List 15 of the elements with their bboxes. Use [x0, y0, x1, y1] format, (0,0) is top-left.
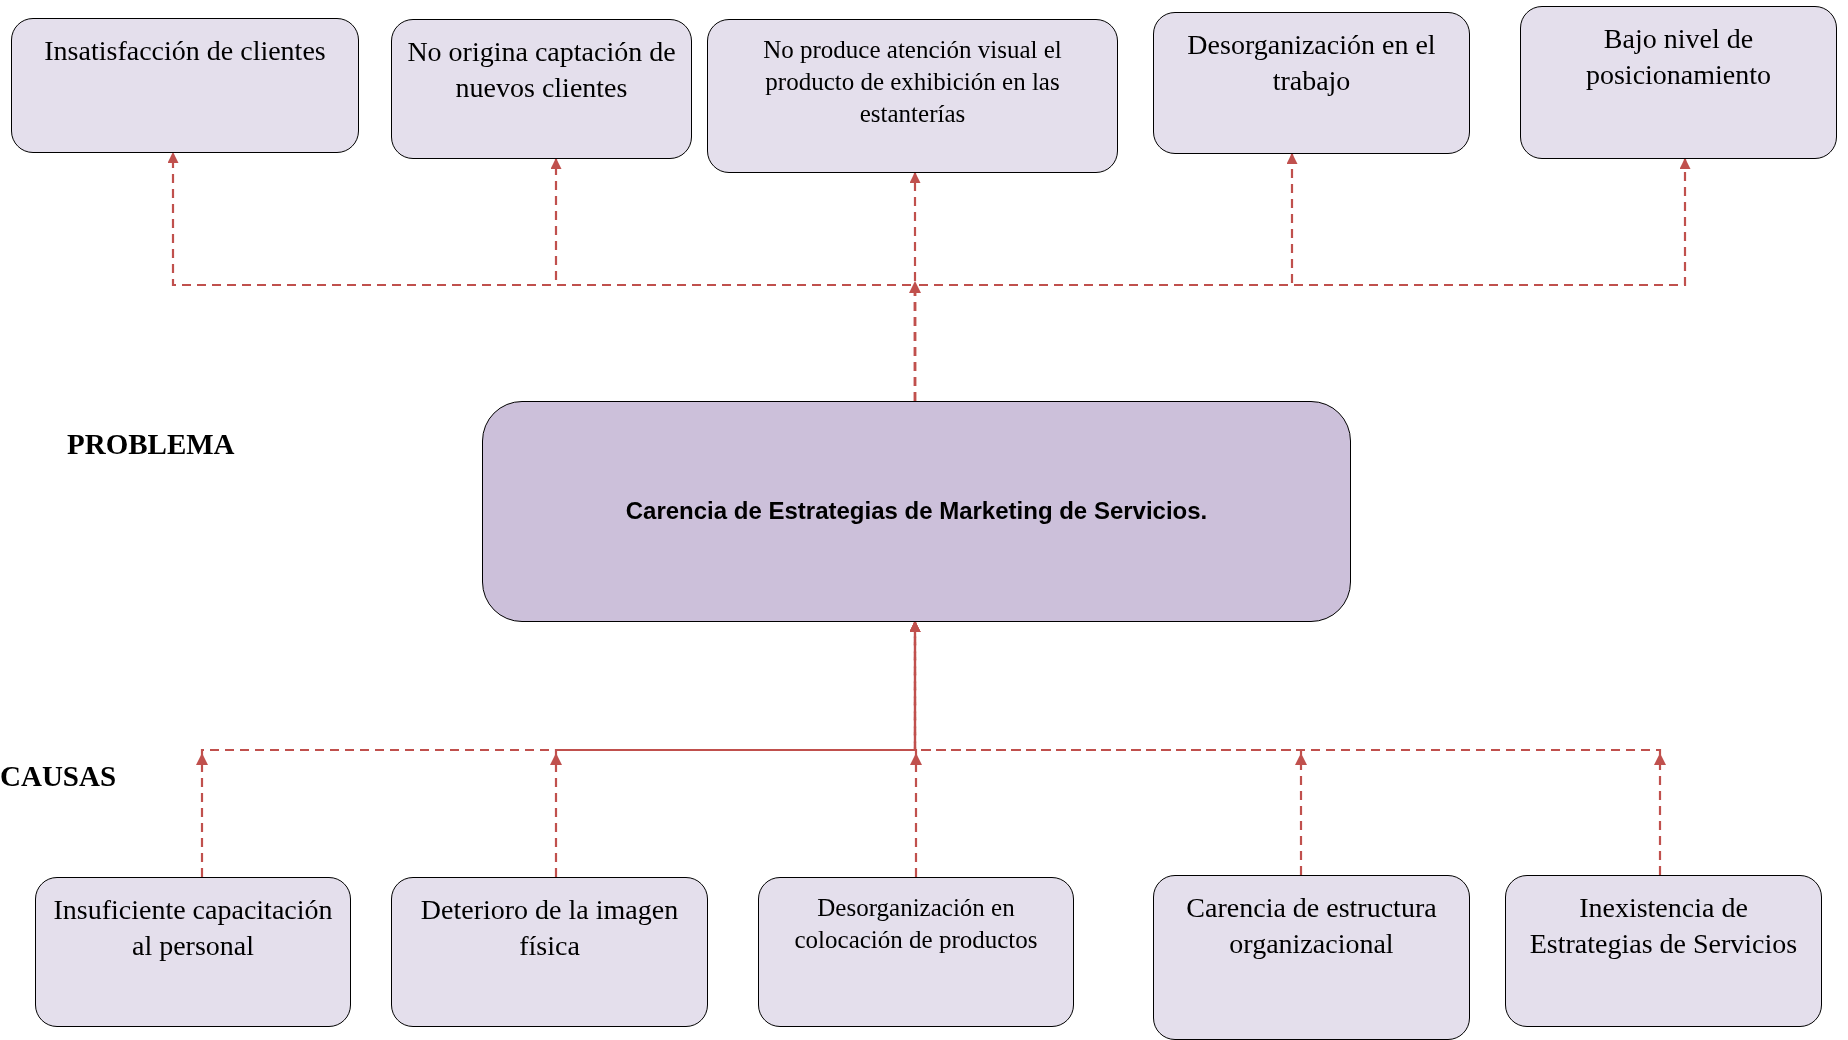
cause-box: Inexistencia de Estrategias de Servicios [1505, 875, 1822, 1027]
section-label: CAUSAS [0, 760, 117, 793]
cause-box: Desorganización en colocación de productos [758, 877, 1074, 1027]
dashed-arrow [909, 620, 1662, 875]
section-label: PROBLEMA [67, 428, 235, 461]
effect-box: No origina captación de nuevos clientes [391, 19, 692, 159]
effect-box: Insatisfacción de clientes [11, 18, 359, 153]
problem-box: Carencia de Estrategias de Marketing de Servicios. [482, 401, 1351, 622]
effect-box: No produce atención visual el producto de exhibición en las estanterías [707, 19, 1118, 173]
effect-box: Desorganización en el trabajo [1153, 12, 1470, 154]
effect-box: Bajo nivel de posicionamiento [1520, 6, 1837, 159]
cause-box: Deterioro de la imagen física [391, 877, 708, 1027]
dashed-arrow [913, 157, 1691, 401]
cause-box: Insuficiente capacitación al personal [35, 877, 351, 1027]
cause-box: Carencia de estructura organizacional [1153, 875, 1470, 1040]
